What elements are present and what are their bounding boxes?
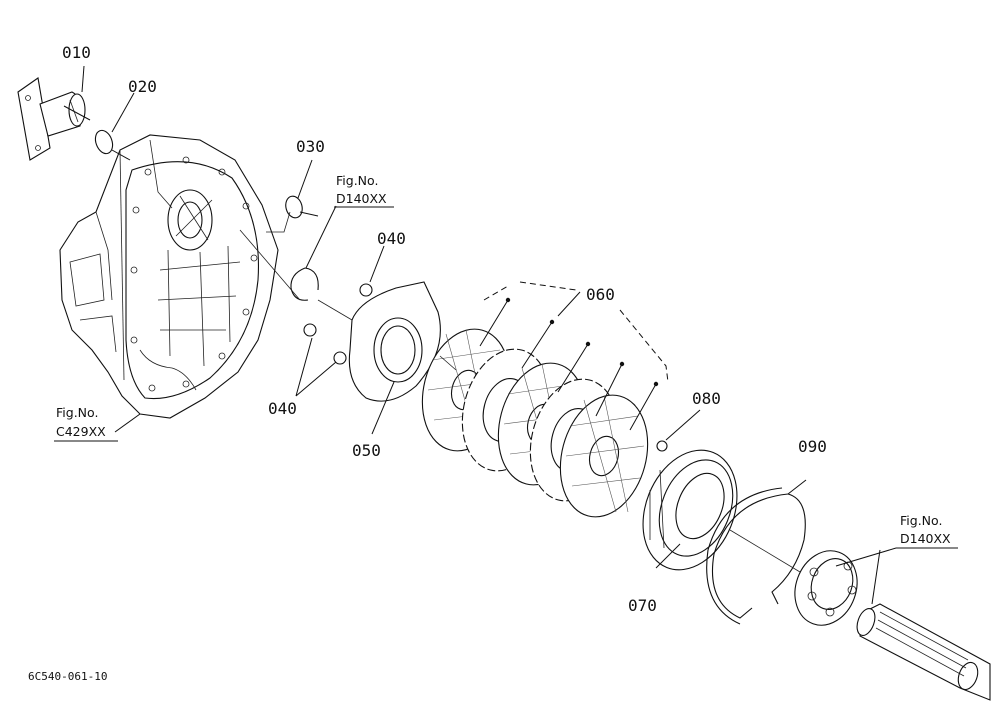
part-020-o-ring	[94, 129, 114, 155]
label-040-top: 040	[377, 229, 406, 248]
label-080: 080	[692, 389, 721, 408]
figure-ref-d140xx-upper: Fig.No. D140XX	[334, 173, 394, 208]
figure-ref-d140xx-lower: Fig.No. D140XX	[896, 513, 958, 549]
svg-text:D140XX: D140XX	[336, 191, 387, 206]
part-060-clutch-disc-3	[559, 394, 649, 518]
svg-text:Fig.No.: Fig.No.	[56, 405, 98, 420]
label-070: 070	[628, 596, 657, 615]
svg-text:D140XX: D140XX	[900, 531, 951, 546]
part-010-plate-pin	[17, 77, 86, 161]
part-090-snap-ring	[706, 487, 806, 625]
svg-text:Fig.No.: Fig.No.	[336, 173, 378, 188]
part-070-piston	[642, 449, 738, 571]
part-050-cam-plate	[348, 281, 441, 402]
svg-text:Fig.No.: Fig.No.	[900, 513, 942, 528]
label-090: 090	[798, 437, 827, 456]
snap-ring	[290, 267, 319, 301]
diagram-code: 6C540-061-10	[28, 670, 107, 683]
housing-case	[59, 134, 279, 419]
part-030-o-ring	[285, 195, 303, 219]
svg-text:C429XX: C429XX	[56, 424, 106, 439]
part-060-group-bracket	[479, 281, 669, 431]
bearing	[794, 550, 858, 626]
part-080-ball	[656, 440, 668, 452]
label-010: 010	[62, 43, 91, 62]
part-040-balls	[303, 283, 373, 365]
label-020: 020	[128, 77, 157, 96]
figure-ref-c429xx: Fig.No. C429XX	[54, 405, 118, 442]
label-040-bottom: 040	[268, 399, 297, 418]
splined-shaft	[856, 603, 991, 701]
label-050: 050	[352, 441, 381, 460]
label-030: 030	[296, 137, 325, 156]
label-060: 060	[586, 285, 615, 304]
leader-lines	[63, 65, 897, 605]
